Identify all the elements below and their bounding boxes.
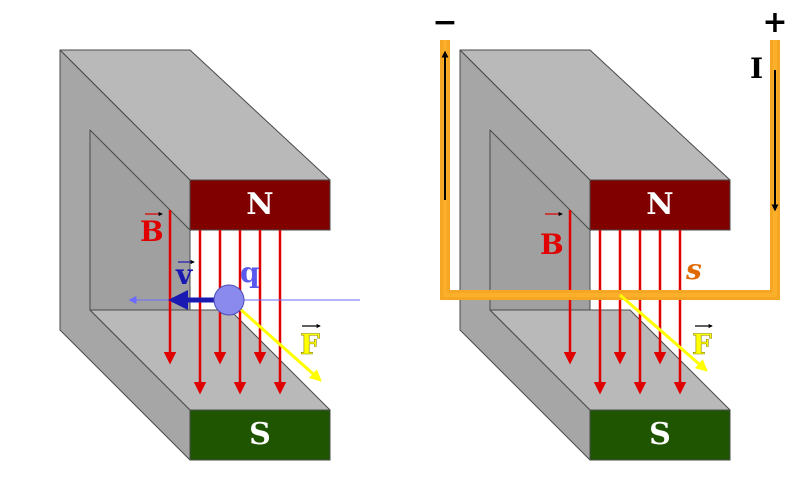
velocity-label: v <box>175 258 195 291</box>
south-pole-label: S <box>249 417 271 452</box>
svg-text:F: F <box>300 328 320 361</box>
svg-text:F: F <box>692 328 712 361</box>
charge-particle <box>213 284 245 316</box>
right-panel: N S B s F I − + <box>432 5 788 461</box>
current-label: I <box>750 52 763 85</box>
magnetic-field-lines <box>163 210 287 395</box>
wire-length-label: s <box>685 253 702 286</box>
charge-label: q <box>240 256 260 289</box>
left-panel: N S B v q F <box>59 49 360 461</box>
negative-terminal: − <box>432 5 457 40</box>
horseshoe-magnet <box>59 49 331 461</box>
north-pole-label: N <box>246 187 273 222</box>
svg-text:B: B <box>140 215 164 248</box>
north-pole-label: N <box>646 187 673 222</box>
south-pole <box>589 409 731 461</box>
force-label: F <box>692 323 713 361</box>
force-arrow <box>229 298 322 382</box>
svg-text:v: v <box>175 258 193 291</box>
positive-terminal: + <box>762 5 787 40</box>
south-pole-label: S <box>649 417 671 452</box>
force-arrow <box>619 293 708 372</box>
field-label: B <box>140 211 164 248</box>
svg-text:B: B <box>540 228 564 261</box>
force-label: F <box>300 323 321 361</box>
north-pole <box>589 179 731 231</box>
horseshoe-magnet <box>459 49 731 461</box>
field-label: B <box>540 211 564 261</box>
south-pole <box>189 409 331 461</box>
